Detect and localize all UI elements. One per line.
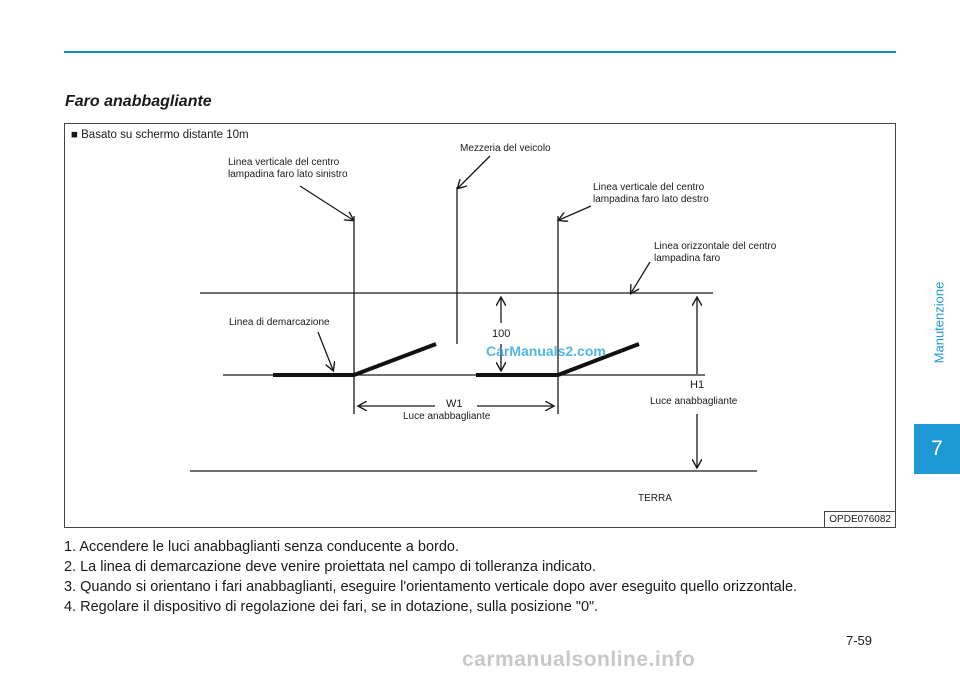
dim-100-label: 100: [492, 328, 510, 340]
right-lamp-label-line2: lampadina faro lato destro: [593, 194, 709, 205]
header-rule: [64, 51, 896, 53]
headlight-aiming-diagram: ■ Basato su schermo distante 10m: [71, 129, 777, 504]
watermark-carmanuals2: CarManuals2.com: [486, 343, 606, 359]
left-lamp-label-line1: Linea verticale del centro: [228, 157, 340, 168]
instruction-step: 4. Regolare il dispositivo di regolazion…: [64, 599, 599, 615]
watermark-carmanualsonline: carmanualsonline.info: [462, 648, 696, 671]
right-cutoff-slope: [557, 342, 640, 377]
left-lamp-pointer-arrow: [299, 185, 353, 220]
chapter-side-label: Manutenzione: [931, 281, 947, 364]
horizontal-line-pointer-arrow: [631, 261, 651, 293]
left-lamp-label-line2: lampadina faro lato sinistro: [228, 169, 348, 180]
horizontal-line-label-line1: Linea orizzontale del centro: [654, 241, 777, 252]
vehicle-center-pointer-arrow: [458, 155, 491, 188]
chapter-tab: 7: [914, 424, 960, 474]
cutoff-line-label: Linea di demarcazione: [229, 317, 330, 328]
cutoff-line-pointer-arrow: [317, 331, 333, 370]
right-lamp-pointer-arrow: [559, 205, 592, 220]
figure-caption: ■ Basato su schermo distante 10m: [71, 129, 249, 141]
section-title: Faro anabbagliante: [65, 93, 212, 110]
instruction-step: 3. Quando si orientano i fari anabbaglia…: [64, 579, 798, 595]
instruction-step: 2. La linea di demarcazione deve venire …: [64, 559, 596, 575]
vehicle-center-label: Mezzeria del veicolo: [460, 143, 551, 154]
instruction-list: 1. Accendere le luci anabbaglianti senza…: [64, 537, 904, 617]
w1-sub-label: Luce anabbagliante: [403, 411, 491, 422]
headlight-aiming-figure: ■ Basato su schermo distante 10m: [64, 123, 896, 528]
h1-sub-label: Luce anabbagliante: [650, 396, 738, 407]
page-number: 7-59: [846, 633, 873, 648]
ground-label: TERRA: [638, 493, 672, 504]
right-lamp-label-line1: Linea verticale del centro: [593, 182, 705, 193]
w1-label: W1: [446, 398, 463, 410]
h1-label: H1: [690, 379, 704, 391]
left-cutoff-slope: [353, 342, 437, 377]
horizontal-line-label-line2: lampadina faro: [654, 253, 721, 264]
instruction-step: 1. Accendere le luci anabbaglianti senza…: [64, 539, 460, 555]
figure-id: OPDE076082: [824, 511, 895, 527]
